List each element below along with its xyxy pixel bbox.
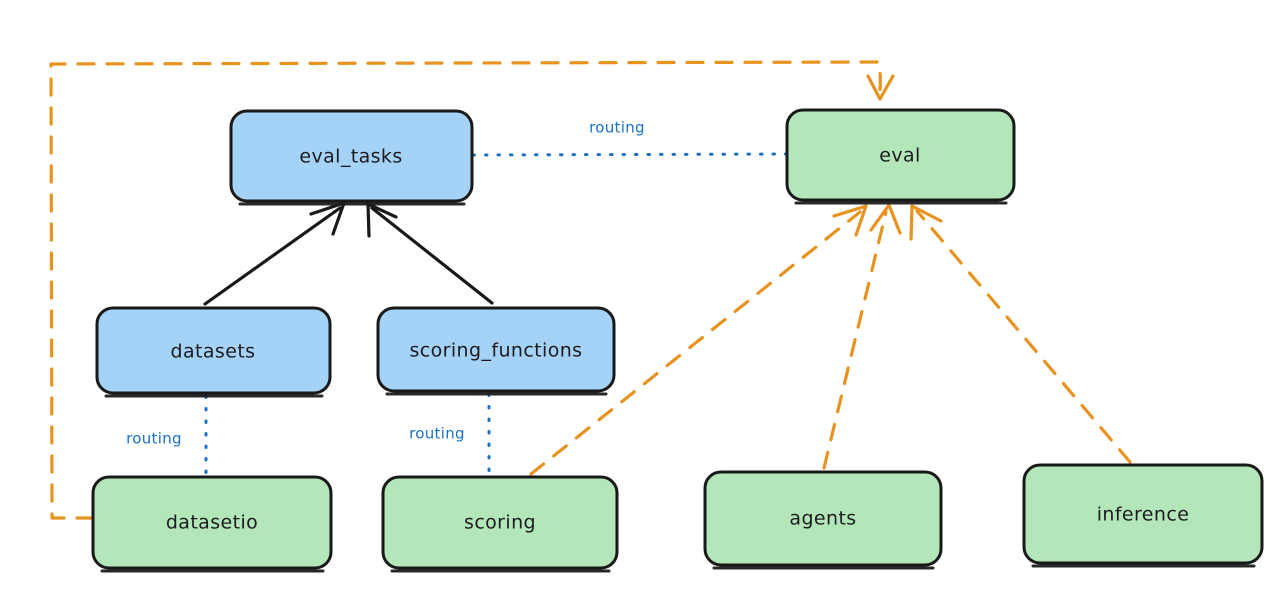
node-agents[interactable]: agents [703,470,943,570]
node-datasets[interactable]: datasets [95,306,332,398]
node-eval[interactable]: eval [785,108,1016,205]
node-scoring[interactable]: scoring [381,475,619,573]
node-label-eval_tasks: eval_tasks [299,146,402,168]
edge-scoring-eval [529,204,868,476]
node-datasetio[interactable]: datasetio [91,475,333,573]
node-label-agents: agents [789,508,856,530]
node-label-scoring_functions: scoring_functions [410,340,583,362]
edge-label-routing-datasetio: routing [126,430,182,448]
edge-datasets-eval_tasks [203,201,346,306]
node-label-eval: eval [879,145,920,167]
node-label-datasetio: datasetio [166,512,258,534]
node-label-datasets: datasets [171,341,256,363]
edge-inference-eval [909,204,1132,464]
node-label-scoring: scoring [464,512,536,534]
edge-scoringfn-eval_tasks [366,202,494,305]
edge-label-routing-scoring: routing [409,425,465,443]
edge-eval_tasks-eval [471,152,791,157]
edge-datasetio-eval [49,60,895,520]
edge-agents-eval [822,203,902,470]
node-scoring_functions[interactable]: scoring_functions [376,306,616,396]
node-inference[interactable]: inference [1022,463,1264,568]
edge-label-routing-eval: routing [589,119,645,137]
node-label-inference: inference [1097,504,1190,526]
node-eval_tasks[interactable]: eval_tasks [229,109,474,206]
